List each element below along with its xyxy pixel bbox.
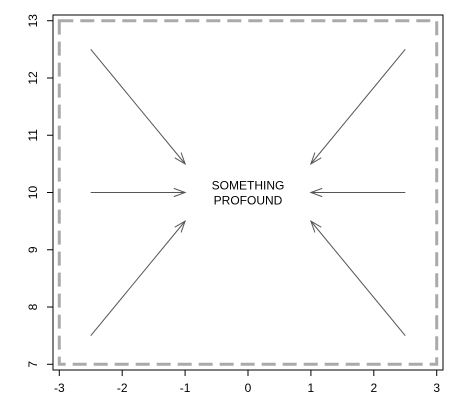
y-tick-label: 7: [26, 361, 40, 368]
arrow-2: [90, 187, 187, 198]
annotation-line-1: SOMETHING: [212, 179, 285, 193]
annotation-line-2: PROFOUND: [214, 194, 283, 208]
arrow-shaft: [310, 49, 406, 165]
arrow-head: [173, 187, 187, 198]
arrow-shaft: [90, 49, 186, 165]
x-tick-label: 1: [308, 381, 315, 395]
x-tick-label: 3: [433, 381, 440, 395]
x-tick-label: -3: [54, 381, 65, 395]
x-tick-label: -1: [180, 381, 191, 395]
arrow-head: [174, 220, 187, 233]
y-tick-label: 12: [26, 71, 40, 85]
arrow-5: [309, 187, 406, 198]
x-tick-label: 0: [245, 381, 252, 395]
arrow-head: [309, 187, 323, 198]
x-tick-label: -2: [117, 381, 128, 395]
y-tick-label: 8: [26, 303, 40, 310]
arrow-shaft: [90, 220, 186, 336]
y-tick-label: 11: [26, 129, 40, 142]
y-tick-label: 10: [26, 186, 40, 200]
x-tick-label: 2: [370, 381, 377, 395]
arrow-head: [174, 152, 187, 165]
arrow-shaft: [310, 220, 406, 336]
arrow-1: [90, 49, 187, 165]
arrow-head: [309, 152, 322, 165]
y-tick-label: 13: [26, 14, 40, 28]
arrow-4: [309, 49, 406, 165]
y-tick-label: 9: [26, 246, 40, 253]
dashed-border: [57, 19, 439, 366]
arrow-3: [90, 220, 187, 336]
arrow-head: [309, 220, 322, 233]
arrow-6: [309, 220, 406, 336]
